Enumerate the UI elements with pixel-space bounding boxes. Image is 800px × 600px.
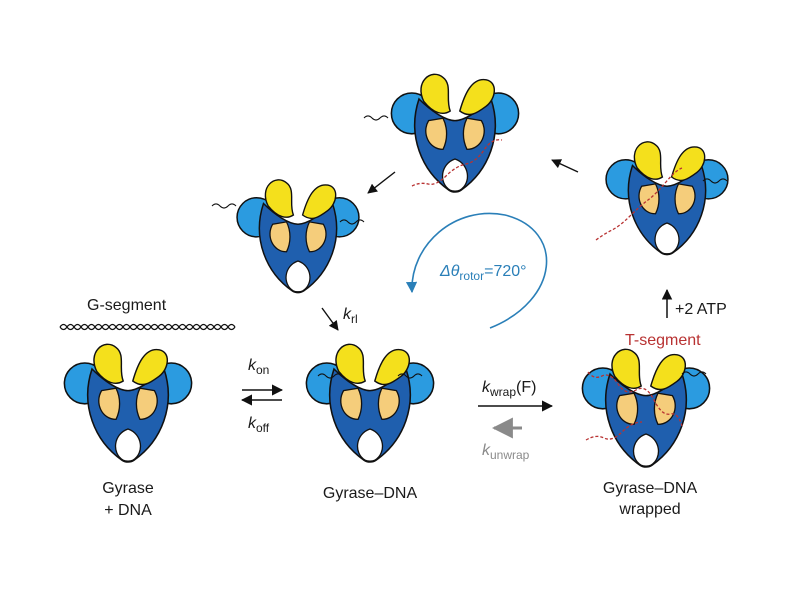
state-free-line2: + DNA [104,502,152,519]
k-wrap-label: kwrap(F) [482,379,536,399]
rotor-angle-label: Δθrotor=720° [439,263,527,283]
gyrase-dna-wrapped [581,348,711,468]
gyrase-atp-bound [605,141,729,256]
state-wrapped-line2: wrapped [618,501,680,518]
kon-koff-arrows [240,384,284,406]
state-bound-label: Gyrase–DNA [323,485,418,502]
gyrase-release [236,179,360,294]
arrow-to-top [551,159,579,173]
t-segment-label: T-segment [625,332,701,349]
krl-arrow [321,307,339,331]
k-unwrap-label: kunwrap [482,442,530,462]
gyrase-strand-passage [390,73,520,193]
wrapped-t-segment-dna-2 [585,421,643,441]
atp-bound-t-segment [595,167,683,241]
atp-label: +2 ATP [675,301,727,318]
k-rl-label: krl [343,306,358,326]
kwrap-arrows [478,400,554,439]
k-off-label: koff [248,415,270,435]
passage-dna-left [363,115,389,121]
wrapped-t-segment-dna [587,371,683,427]
gyrase-free [63,343,193,463]
g-segment-label: G-segment [87,297,167,314]
release-dna-left [211,203,237,209]
rotor-rotation-arrow [405,212,548,329]
gyrase-dna-bound [305,343,435,463]
state-wrapped-line1: Gyrase–DNA [603,480,698,497]
k-on-label: kon [248,357,269,377]
g-segment-dna [59,323,236,331]
arrow-to-release [367,171,396,194]
passage-t-segment [411,139,503,187]
state-free-line1: Gyrase [102,480,154,497]
